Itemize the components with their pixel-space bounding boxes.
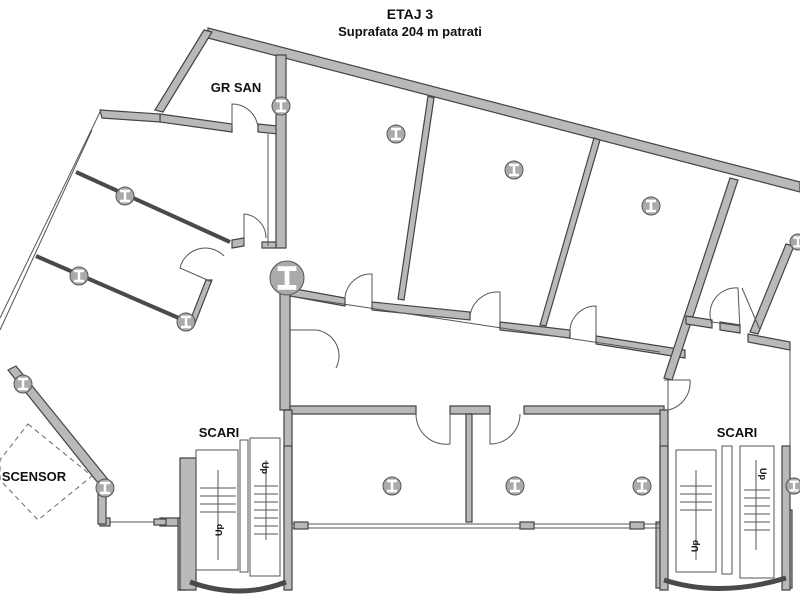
elevator-shaft	[0, 423, 93, 521]
stair-shell-left	[179, 457, 197, 591]
left-exterior-line-2	[0, 129, 93, 331]
door-swing-arc-icon	[741, 287, 761, 331]
door-swing-arc-icon	[489, 413, 521, 445]
floor-title: ETAJ 3	[387, 6, 434, 22]
wall-middle-right	[523, 405, 665, 415]
window-markers	[153, 518, 645, 530]
i-beam-column-icon	[632, 476, 652, 496]
doors	[179, 103, 761, 445]
wall-central-vertical	[275, 54, 287, 249]
elevator-label: SCENSOR	[2, 469, 67, 484]
wall-grsan-bottom	[159, 113, 233, 133]
i-beam-column-icon	[95, 478, 115, 498]
stairs-left: Up Up	[179, 437, 293, 594]
door-swing-arc-icon	[569, 305, 597, 340]
i-beam-column-icon	[271, 96, 291, 116]
wall-corridor-top-2	[371, 301, 471, 321]
stair-shell-right-left	[659, 445, 669, 591]
door-swing-arc-icon	[290, 329, 340, 369]
stairs-left-label: SCARI	[199, 425, 239, 440]
i-beam-column-icon	[504, 160, 524, 180]
stair-flight-right	[739, 445, 775, 579]
wall-corridor-top-3	[499, 321, 571, 339]
stairs-right: Up Up	[659, 445, 791, 591]
wall-right-diagonal	[663, 177, 739, 381]
i-beam-column-icon	[785, 477, 800, 495]
wall-grsan-left	[154, 29, 213, 113]
stair-bottom-curve-right	[663, 575, 787, 591]
wall-right-room	[749, 243, 795, 335]
wall-left-room-top	[231, 237, 245, 249]
door-swing-arc-icon	[344, 273, 373, 306]
left-exterior-line	[0, 111, 101, 319]
stair-up-label: Up	[260, 462, 270, 474]
i-beam-column-icon	[115, 186, 135, 206]
stair-up-label: Up	[690, 540, 700, 552]
i-beam-column-icon	[382, 476, 402, 496]
stair-core	[721, 445, 733, 575]
stairs-right-label: SCARI	[717, 425, 757, 440]
i-beam-column-icon	[505, 476, 525, 496]
wall-middle-center	[449, 405, 491, 415]
wall-right-room-2	[685, 315, 713, 329]
stair-up-label: Up	[214, 524, 224, 536]
stair-bottom-curve	[189, 579, 287, 594]
wall-left-room-right	[261, 241, 277, 249]
i-beam-column-icon	[386, 124, 406, 144]
right-room-wall	[711, 321, 741, 327]
inner-diagonal-wall-2	[35, 254, 189, 324]
i-beam-column-icon	[269, 260, 305, 296]
door-swing-arc-icon	[709, 287, 741, 331]
window-marker	[629, 521, 645, 530]
stair-flight-left	[675, 449, 717, 573]
stair-flight-right	[249, 437, 281, 577]
stair-shell-right	[283, 445, 293, 591]
door-swing-arc-icon	[469, 291, 501, 322]
door-swing-arc-icon	[664, 379, 691, 411]
floor-area: Suprafata 204 m patrati	[338, 24, 482, 39]
window-marker	[293, 521, 309, 530]
wall-corridor-top-5	[719, 321, 741, 334]
i-beam-column-icon	[641, 196, 661, 216]
columns	[13, 96, 800, 498]
wall-top-exterior	[207, 27, 800, 193]
i-beam-column-icon	[176, 312, 196, 332]
inner-diagonal-wall-1	[75, 170, 231, 244]
door-swing-arc-icon	[231, 103, 259, 129]
wall-corridor-top-6	[747, 333, 791, 351]
bathroom-label: GR SAN	[211, 80, 262, 95]
door-swing-arc-icon	[415, 413, 451, 445]
corridor-line	[289, 295, 661, 353]
window-marker	[519, 521, 535, 530]
partition-1	[397, 95, 435, 301]
wall-central-vertical-low	[279, 289, 291, 411]
wall-middle-left	[289, 405, 417, 415]
i-beam-column-icon	[13, 374, 33, 394]
i-beam-column-icon	[69, 266, 89, 286]
stair-treads	[200, 460, 278, 560]
stair-flight-left	[195, 449, 239, 571]
door-swing-arc-icon	[179, 247, 225, 283]
walls	[7, 27, 800, 591]
partition-2	[539, 137, 601, 327]
wall-left-top	[99, 109, 161, 123]
stair-shell-right-right	[781, 445, 791, 591]
wall-mid-divider	[465, 413, 473, 523]
wall-corridor-top-4	[595, 335, 686, 359]
stair-up-label: Up	[758, 468, 768, 480]
door-swing-arc-icon	[243, 213, 267, 242]
stair-treads	[680, 460, 770, 560]
i-beam-column-icon	[789, 233, 800, 251]
wall-grsan-bottom-right	[257, 123, 279, 135]
stair-core	[239, 439, 249, 573]
thin-walls	[0, 111, 791, 529]
window-marker	[153, 518, 167, 526]
